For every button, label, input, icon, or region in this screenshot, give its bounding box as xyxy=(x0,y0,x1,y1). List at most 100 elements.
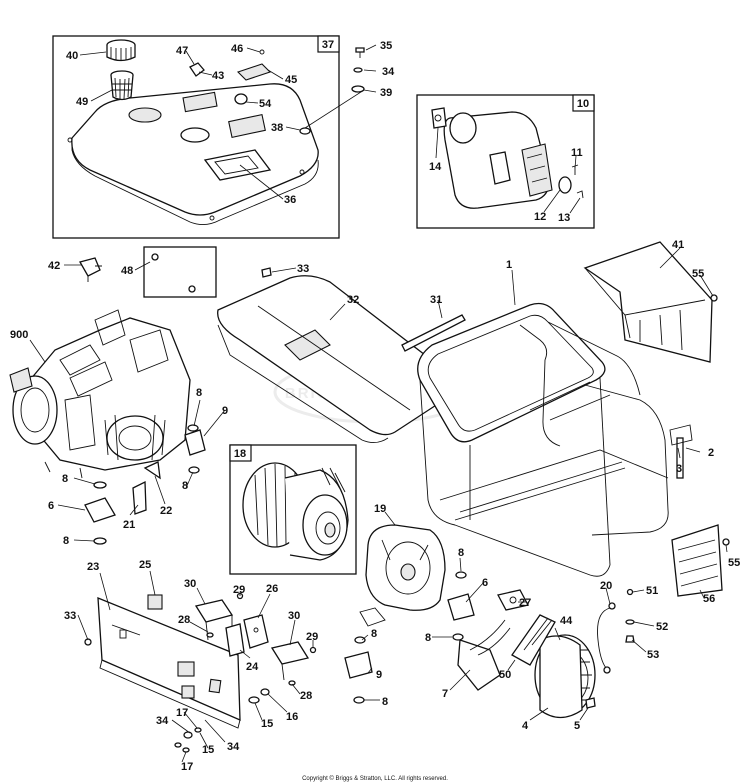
callout-9-a: 9 xyxy=(222,405,228,417)
callout-8-f: 8 xyxy=(425,632,431,644)
callout-13: 13 xyxy=(558,212,570,224)
callout-54: 54 xyxy=(259,98,272,110)
callout-7: 7 xyxy=(442,688,448,700)
callout-27: 27 xyxy=(519,597,531,609)
ground-wire xyxy=(597,588,635,674)
callout-2: 2 xyxy=(708,447,714,459)
small-hardware xyxy=(84,267,596,753)
callout-45: 45 xyxy=(285,74,297,86)
callout-41: 41 xyxy=(672,239,684,251)
control-panel-shroud xyxy=(217,275,460,443)
callout-14: 14 xyxy=(429,161,442,173)
callout-8-c: 8 xyxy=(182,480,188,492)
callout-6-b: 6 xyxy=(482,577,488,589)
callout-28-b: 28 xyxy=(300,690,312,702)
callout-17-a: 17 xyxy=(176,707,188,719)
callout-labels: 40 47 46 35 43 45 34 49 54 39 38 36 14 1… xyxy=(10,40,740,773)
copyright-notice: Copyright © Briggs & Stratton, LLC. All … xyxy=(302,775,448,782)
callout-32: 32 xyxy=(347,294,359,306)
callout-8-e: 8 xyxy=(458,547,464,559)
group-label-37: 37 xyxy=(322,39,334,51)
callout-29-a: 29 xyxy=(233,584,245,596)
fuel-valve xyxy=(79,257,102,282)
callout-8-h: 8 xyxy=(382,696,388,708)
callout-20: 20 xyxy=(600,580,612,592)
callout-47: 47 xyxy=(176,45,188,57)
callout-53: 53 xyxy=(647,649,659,661)
alternator xyxy=(242,462,349,561)
callout-50: 50 xyxy=(499,669,511,681)
callout-33-top: 33 xyxy=(297,263,309,275)
callout-35: 35 xyxy=(380,40,392,52)
fuel-cap xyxy=(106,39,136,62)
group-box-fuel-line xyxy=(143,246,217,298)
leaders-10 xyxy=(435,127,581,214)
stator-harness-7 xyxy=(457,619,511,691)
callout-28-a: 28 xyxy=(178,614,190,626)
fuel-gauge-parts xyxy=(189,49,272,105)
engine xyxy=(9,309,191,479)
callout-19: 19 xyxy=(374,503,386,515)
fuel-tank xyxy=(67,83,319,225)
callout-44: 44 xyxy=(560,615,573,627)
muffler xyxy=(431,107,584,209)
callout-39: 39 xyxy=(380,87,392,99)
callout-30-b: 30 xyxy=(288,610,300,622)
callout-900: 900 xyxy=(10,329,28,341)
callout-24: 24 xyxy=(246,661,259,673)
fuel-strainer xyxy=(110,70,134,101)
callout-48: 48 xyxy=(121,265,133,277)
group-box-fuel-tank xyxy=(52,35,340,239)
group-badge-10 xyxy=(572,94,595,112)
control-panel xyxy=(97,597,241,729)
callout-9-b: 9 xyxy=(376,669,382,681)
callout-17-b: 17 xyxy=(181,761,193,773)
callout-34-top: 34 xyxy=(382,66,395,78)
callout-15-a: 15 xyxy=(261,718,273,730)
callout-8-a: 8 xyxy=(196,387,202,399)
callout-25: 25 xyxy=(139,559,151,571)
callout-21: 21 xyxy=(123,519,135,531)
fuel-line-hose xyxy=(151,253,201,293)
outlet-30-lower xyxy=(270,641,310,681)
callout-4: 4 xyxy=(522,720,529,732)
hardware-35-39 xyxy=(299,47,365,135)
end-bell xyxy=(359,524,446,627)
group-label-10: 10 xyxy=(577,98,589,110)
callout-43: 43 xyxy=(212,70,224,82)
wire-harness-50 xyxy=(511,614,556,666)
callout-46: 46 xyxy=(231,43,243,55)
callout-49: 49 xyxy=(76,96,88,108)
receptacle-25 xyxy=(147,594,163,610)
callout-5: 5 xyxy=(574,720,580,732)
callout-12: 12 xyxy=(534,211,546,223)
callout-31: 31 xyxy=(430,294,442,306)
callout-16: 16 xyxy=(286,711,298,723)
callout-34-c: 34 xyxy=(227,741,240,753)
bracket-24 xyxy=(225,623,245,657)
callout-26: 26 xyxy=(266,583,278,595)
callout-6-a: 6 xyxy=(48,500,54,512)
side-grille xyxy=(671,524,730,597)
callout-15-b: 15 xyxy=(202,744,214,756)
callout-56: 56 xyxy=(703,593,715,605)
callout-55-top: 55 xyxy=(692,268,704,280)
callout-8-d: 8 xyxy=(63,535,69,547)
callout-22: 22 xyxy=(160,505,172,517)
callout-34-b: 34 xyxy=(156,715,169,727)
callout-36: 36 xyxy=(284,194,296,206)
callout-38: 38 xyxy=(271,122,283,134)
support-rail xyxy=(401,314,466,352)
group-box-alternator xyxy=(229,444,357,575)
group-badge-18 xyxy=(229,444,252,462)
callout-42: 42 xyxy=(48,260,60,272)
callout-23: 23 xyxy=(87,561,99,573)
callout-51: 51 xyxy=(646,585,658,597)
callout-52: 52 xyxy=(656,621,668,633)
group-badge-37 xyxy=(317,35,340,53)
fan-cover xyxy=(534,634,596,719)
group-label-18: 18 xyxy=(234,448,246,460)
callout-55-b: 55 xyxy=(728,557,740,569)
callout-29-b: 29 xyxy=(306,631,318,643)
